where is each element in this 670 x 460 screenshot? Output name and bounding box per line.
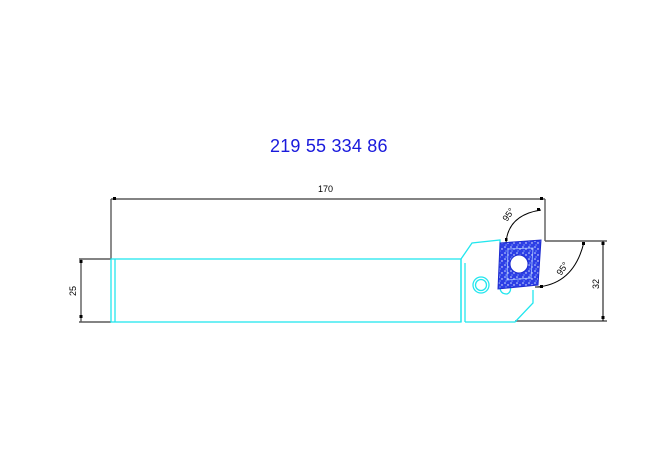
angle-dimension-top: 95° bbox=[500, 206, 542, 244]
angle-dimension-right: 95° bbox=[535, 241, 585, 288]
length-dimension: 170 bbox=[110, 184, 546, 259]
head-height-label: 32 bbox=[591, 279, 601, 289]
shank-height-label: 25 bbox=[68, 286, 78, 296]
cutting-insert bbox=[497, 239, 542, 290]
length-label: 170 bbox=[318, 184, 333, 194]
shank-height-dimension: 25 bbox=[68, 258, 111, 323]
shank-outline bbox=[110, 258, 466, 323]
part-number-title: 219 55 334 86 bbox=[270, 136, 388, 156]
head-height-dimension: 32 bbox=[515, 240, 607, 322]
head-outline bbox=[460, 239, 534, 323]
angle-top-label: 95° bbox=[500, 206, 516, 223]
angle-right-label: 95° bbox=[554, 260, 570, 277]
